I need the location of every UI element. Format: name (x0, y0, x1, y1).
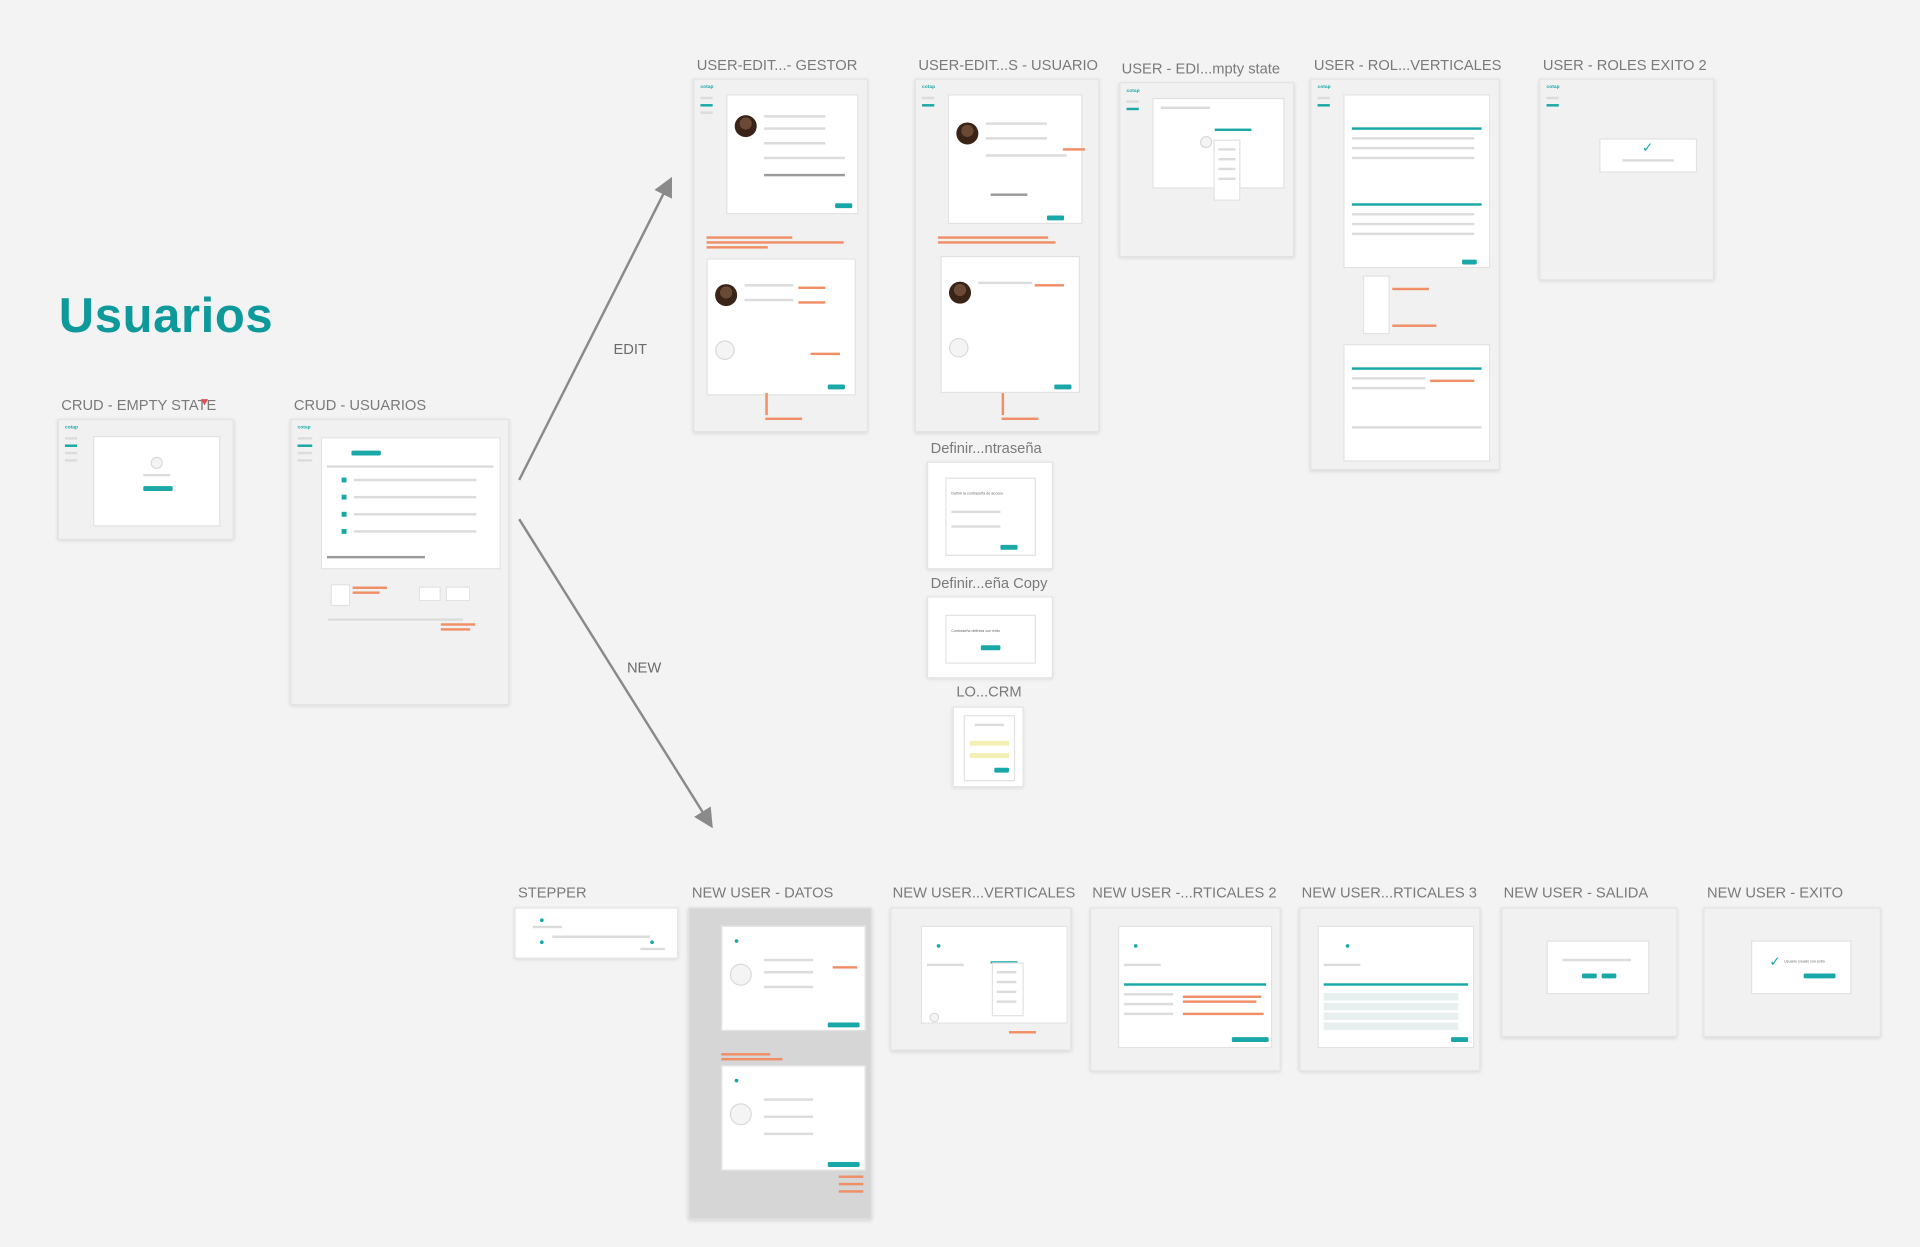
frame-label-new-user-verticales: NEW USER...VERTICALES (892, 884, 1076, 902)
frame-label-new-user-datos: NEW USER - DATOS (691, 884, 834, 902)
app-logo: cotap (64, 423, 78, 430)
frame-label-user-roles-verticales: USER - ROL...VERTICALES (1313, 56, 1502, 74)
page-title: Usuarios (58, 288, 274, 343)
new-arrow-icon (518, 518, 713, 829)
frame-new-user-datos[interactable] (688, 907, 872, 1220)
frame-definir-contrasena-copy[interactable]: Contraseña definida con éxito (926, 596, 1054, 679)
frame-definir-contrasena[interactable]: Definir la contraseña de acceso (926, 461, 1054, 570)
check-icon: ✓ (1642, 140, 1654, 156)
edit-flow-label: EDIT (613, 340, 647, 358)
frame-label-definir-contrasena: Definir...ntraseña (930, 439, 1042, 457)
pointer-marker-icon (200, 399, 209, 406)
check-icon: ✓ (1769, 955, 1781, 970)
frame-user-edit-empty[interactable]: cotap (1119, 82, 1295, 258)
edit-arrow-icon (518, 176, 673, 481)
frame-new-user-verticales-3[interactable] (1299, 907, 1481, 1072)
contrasena-ok-message: Contraseña definida con éxito (951, 628, 1001, 634)
frame-label-new-user-salida: NEW USER - SALIDA (1503, 884, 1649, 902)
frame-label-user-edit-usuario: USER-EDIT...S - USUARIO (918, 56, 1098, 74)
frame-label-new-user-exito: NEW USER - EXITO (1706, 884, 1844, 902)
frame-user-roles-verticales[interactable]: cotap (1310, 78, 1501, 471)
frame-user-edit-usuario[interactable]: cotap (914, 78, 1100, 433)
frame-label-crud-usuarios: CRUD - USUARIOS (293, 396, 427, 414)
frame-label-new-user-verticales-3: NEW USER...RTICALES 3 (1301, 884, 1477, 902)
frame-new-user-verticales-2[interactable] (1089, 907, 1281, 1072)
frame-stepper[interactable] (514, 907, 679, 959)
usuario-creado-message: Usuario creado con éxito (1784, 958, 1825, 964)
frame-user-roles-exito[interactable]: cotap ✓ (1539, 78, 1715, 281)
frame-crud-usuarios[interactable]: cotap (290, 418, 510, 706)
frame-label-user-edit-gestor: USER-EDIT...- GESTOR (696, 56, 858, 74)
frame-label-user-roles-exito: USER - ROLES EXITO 2 (1542, 56, 1707, 74)
frame-label-stepper: STEPPER (517, 884, 587, 902)
definir-heading: Definir la contraseña de acceso (951, 491, 1003, 496)
frame-new-user-exito[interactable]: ✓ Usuario creado con éxito (1703, 907, 1881, 1038)
frame-user-edit-gestor[interactable]: cotap (693, 78, 869, 433)
new-flow-label: NEW (626, 658, 662, 676)
frame-label-crud-empty: CRUD - EMPTY STATE (61, 396, 217, 414)
frame-new-user-salida[interactable] (1501, 907, 1678, 1038)
frame-label-new-user-verticales-2: NEW USER -...RTICALES 2 (1092, 884, 1277, 902)
frame-label-user-edit-empty: USER - EDI...mpty state (1121, 60, 1281, 78)
frame-new-user-verticales[interactable] (890, 907, 1072, 1051)
frame-crud-empty[interactable]: cotap (57, 418, 234, 541)
frame-label-definir-contrasena-copy: Definir...eña Copy (930, 574, 1048, 592)
frame-label-lo-crm: LO...CRM (956, 683, 1022, 701)
frame-lo-crm[interactable] (952, 706, 1024, 788)
